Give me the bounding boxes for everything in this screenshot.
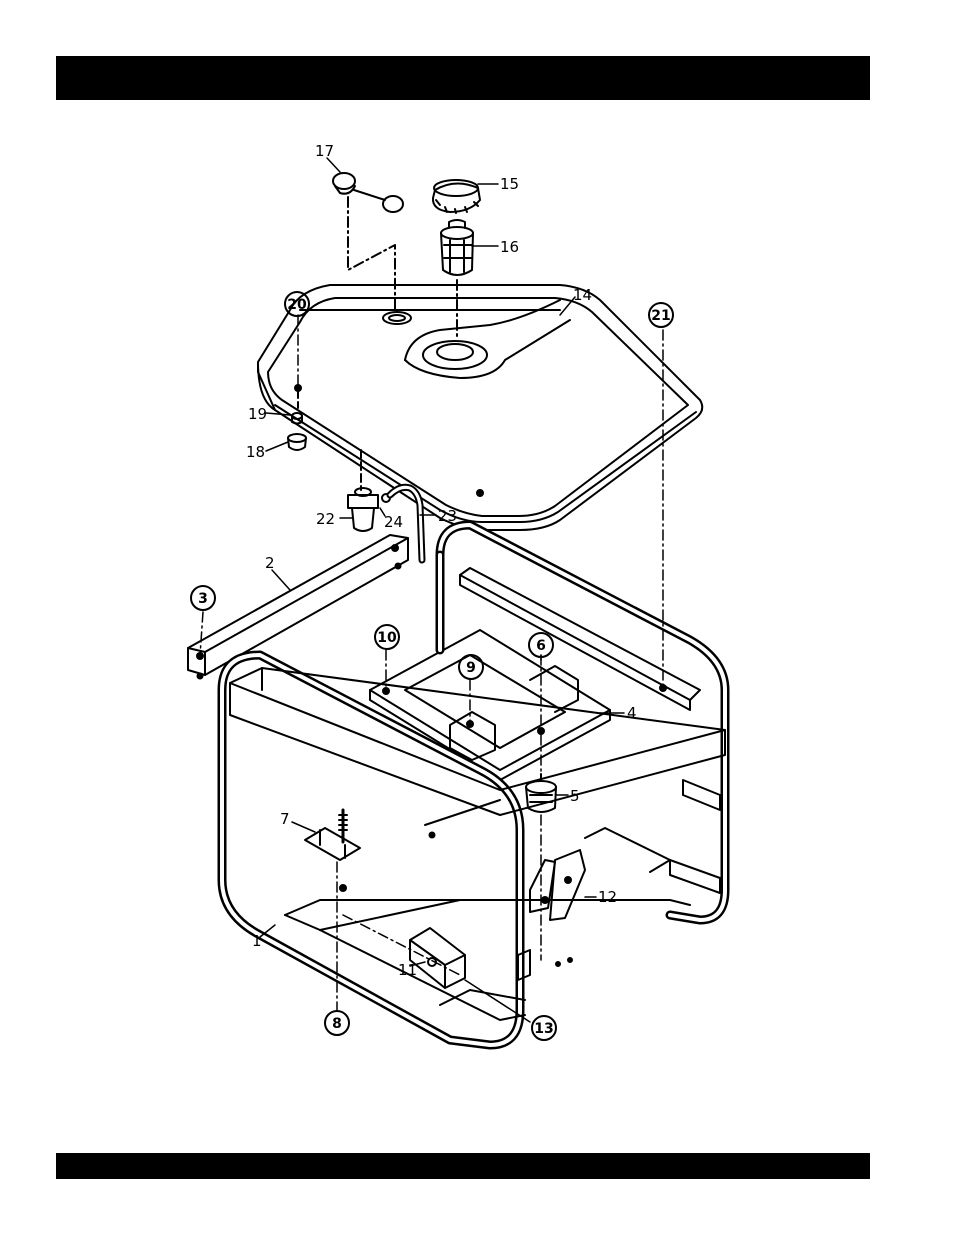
- callout-1: 1: [252, 932, 262, 950]
- callout-11: 11: [398, 961, 417, 979]
- fuel-strainer: [441, 220, 473, 275]
- callout-15: 15: [500, 175, 519, 193]
- frame: [222, 525, 725, 1045]
- engine-bracket: [305, 810, 360, 891]
- callout-22: 22: [316, 510, 335, 528]
- callout-19: 19: [248, 405, 267, 423]
- callout-9: 9: [466, 660, 476, 676]
- side-rail: [188, 535, 408, 679]
- fuel-gauge: [333, 173, 403, 212]
- callout-10: 10: [377, 630, 397, 646]
- callout-6: 6: [536, 638, 546, 654]
- callout-2: 2: [265, 554, 275, 572]
- callout-18: 18: [246, 443, 265, 461]
- callout-12: 12: [598, 888, 617, 906]
- callout-17: 17: [315, 142, 334, 160]
- callout-16: 16: [500, 238, 519, 256]
- callout-4: 4: [627, 704, 637, 722]
- callout-8: 8: [332, 1016, 342, 1032]
- callout-5: 5: [570, 787, 580, 805]
- support-bracket: [530, 850, 585, 920]
- engine-mount-plate: [370, 630, 610, 780]
- callout-23: 23: [438, 507, 457, 525]
- callout-14: 14: [573, 286, 592, 304]
- callout-21: 21: [651, 308, 670, 324]
- grommet: [288, 413, 306, 450]
- callout-7: 7: [280, 810, 290, 828]
- callout-3: 3: [198, 591, 208, 607]
- callout-20: 20: [287, 297, 307, 313]
- fuel-tank: [258, 285, 702, 530]
- callout-13: 13: [534, 1021, 553, 1037]
- fuel-cap: [433, 180, 480, 213]
- callout-24: 24: [384, 513, 403, 531]
